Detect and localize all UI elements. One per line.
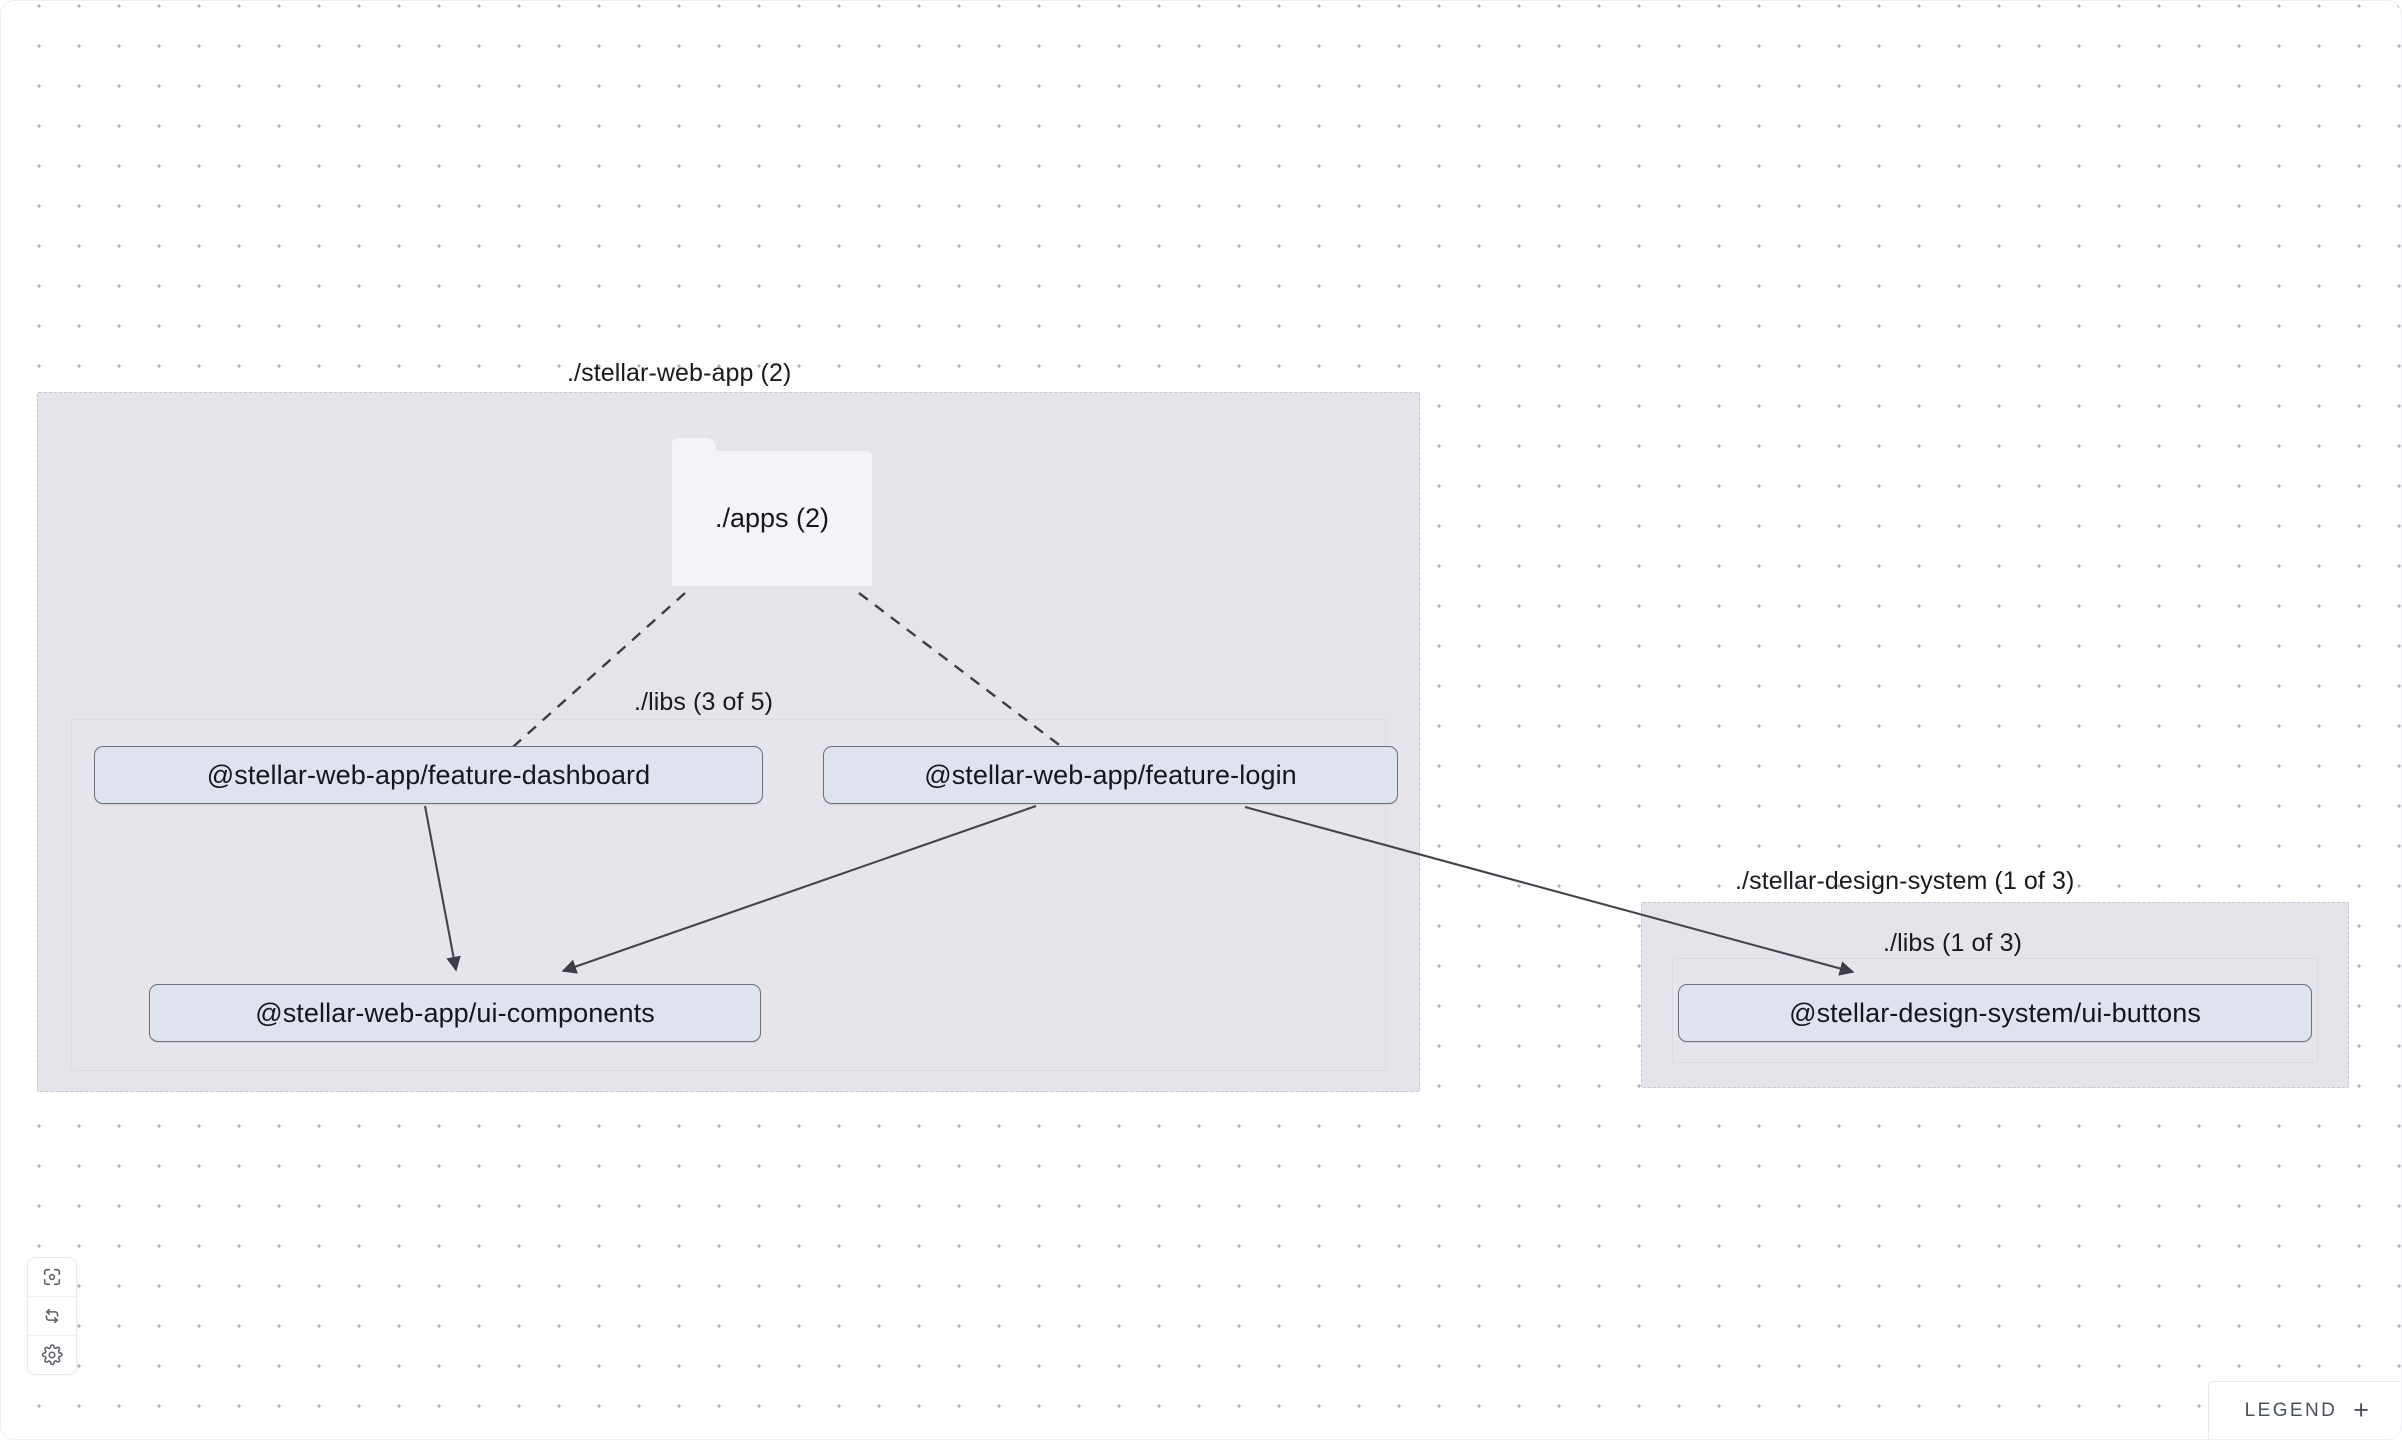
refresh-button[interactable]	[28, 1297, 76, 1336]
group-label-stellar-design-system-libs: ./libs (1 of 3)	[1883, 929, 2023, 957]
node-ui-buttons[interactable]: @stellar-design-system/ui-buttons	[1678, 984, 2312, 1042]
group-label-stellar-web-app: ./stellar-web-app (2)	[567, 359, 792, 387]
folder-label: ./apps (2)	[714, 503, 830, 533]
folder-tab	[672, 438, 716, 454]
focus-graph-button[interactable]	[28, 1258, 76, 1297]
node-label-feature-login: @stellar-web-app/feature-login	[924, 759, 1297, 790]
node-feature-login[interactable]: @stellar-web-app/feature-login	[823, 746, 1398, 804]
node-label-feature-dashboard: @stellar-web-app/feature-dashboard	[206, 759, 651, 790]
group-label-stellar-design-system: ./stellar-design-system (1 of 3)	[1735, 867, 2075, 895]
focus-target-icon	[41, 1266, 63, 1288]
node-label-ui-components: @stellar-web-app/ui-components	[255, 997, 655, 1028]
gear-icon	[41, 1344, 63, 1366]
refresh-icon	[41, 1305, 63, 1327]
folder-node-apps[interactable]: ./apps (2)	[672, 438, 872, 586]
node-feature-dashboard[interactable]: @stellar-web-app/feature-dashboard	[94, 746, 763, 804]
legend-label: LEGEND	[2244, 1399, 2338, 1421]
folder-body: ./apps (2)	[672, 451, 872, 586]
settings-button[interactable]	[28, 1336, 76, 1374]
node-label-ui-buttons: @stellar-design-system/ui-buttons	[1789, 997, 2201, 1028]
node-ui-components[interactable]: @stellar-web-app/ui-components	[149, 984, 761, 1042]
canvas-controls[interactable]	[27, 1257, 77, 1375]
group-label-stellar-web-app-libs: ./libs (3 of 5)	[634, 688, 774, 716]
expand-plus-icon: +	[2353, 1395, 2369, 1425]
legend-toggle[interactable]: LEGEND +	[2207, 1381, 2401, 1439]
